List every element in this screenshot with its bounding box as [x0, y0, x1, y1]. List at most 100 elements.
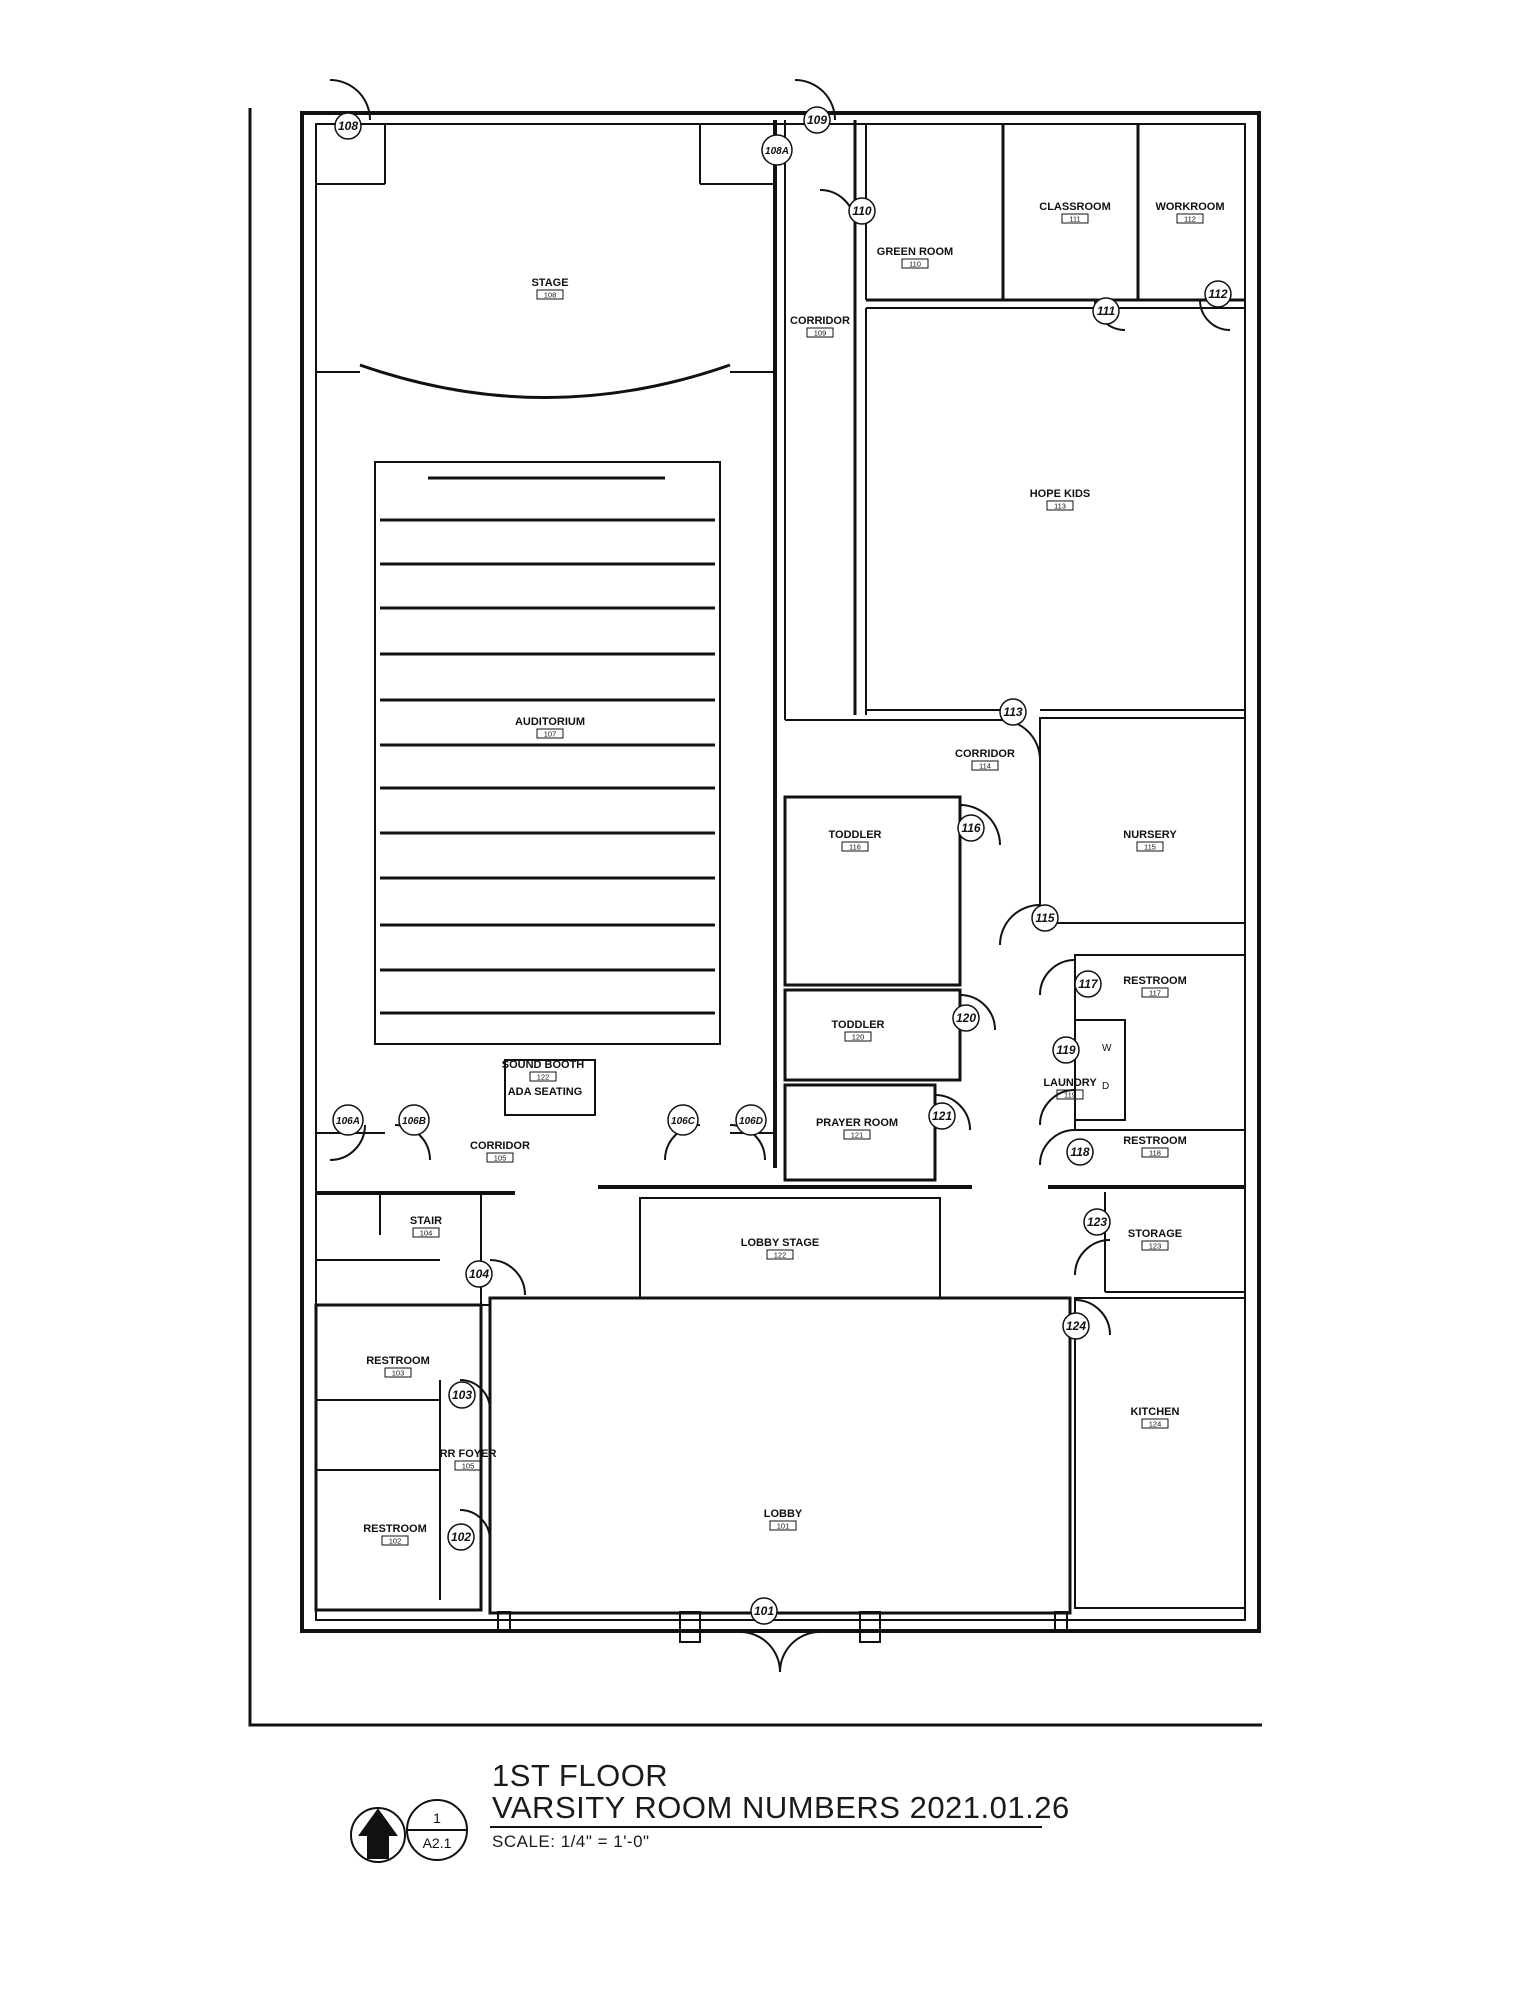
room-number: 105	[462, 1462, 475, 1471]
room-stage: STAGE 108	[531, 277, 569, 300]
door-number: 102	[451, 1530, 471, 1544]
door-tag-115: 115	[1031, 904, 1059, 932]
room-number-box	[971, 760, 999, 771]
room-number-box	[1056, 1089, 1084, 1100]
door-tag-circle	[957, 814, 985, 842]
room-name: HOPE KIDS	[1030, 488, 1091, 500]
door-tag-108a: 108A	[761, 134, 793, 166]
room-name: CORRIDOR	[470, 1140, 530, 1152]
door-number: 115	[1035, 911, 1054, 925]
room-name: LOBBY STAGE	[741, 1237, 819, 1249]
room-number: 119	[1064, 1091, 1076, 1100]
door-number: 106C	[671, 1116, 696, 1127]
door-number: 117	[1078, 977, 1098, 991]
room-number: 118	[1149, 1149, 1161, 1158]
door-tag-116: 116	[957, 814, 985, 842]
room-name: WORKROOM	[1155, 201, 1224, 213]
door-number: 124	[1066, 1319, 1086, 1333]
room-number: 112	[1184, 215, 1196, 224]
room-number-box	[1141, 1418, 1169, 1429]
room-name: GREEN ROOM	[877, 246, 953, 258]
door-tag-circle	[750, 1597, 778, 1625]
door-tag-circle	[761, 134, 793, 166]
door-tag-circle	[952, 1004, 980, 1032]
room-number: 122	[537, 1073, 550, 1082]
door-number: 106A	[336, 1116, 360, 1127]
room-number-box	[1141, 1240, 1169, 1251]
door-tag-circle	[332, 1104, 364, 1136]
room-number-box	[841, 841, 869, 852]
room-name: ADA SEATING	[508, 1086, 583, 1098]
door-tag-123: 123	[1083, 1208, 1111, 1236]
door-number: 111	[1097, 304, 1116, 318]
room-number-box	[529, 1071, 557, 1082]
room-laundry: LAUNDRY 119	[1043, 1077, 1097, 1100]
title-line-1: 1ST FLOOR	[492, 1758, 669, 1793]
door-number: 110	[852, 204, 871, 218]
door-number: 103	[452, 1388, 472, 1402]
door-tag-circle	[1074, 970, 1102, 998]
door-tag-circle	[1052, 1036, 1080, 1064]
door-number: 109	[807, 113, 827, 127]
room-number: 117	[1149, 989, 1161, 998]
sheet-number: A2.1	[423, 1835, 452, 1851]
room-number-box	[1176, 213, 1204, 224]
plan-lines	[248, 79, 1262, 1863]
room-number-box	[412, 1227, 440, 1238]
room-name: CLASSROOM	[1039, 201, 1111, 213]
room-number: 104	[420, 1229, 433, 1238]
door-number: 106D	[739, 1116, 763, 1127]
door-tag-103: 103	[448, 1381, 476, 1409]
room-number-box	[486, 1152, 514, 1163]
room-name: LAUNDRY	[1043, 1077, 1097, 1089]
room-number-box	[806, 327, 834, 338]
room-number-box	[1136, 841, 1164, 852]
room-number: 101	[777, 1522, 790, 1531]
room-workroom: WORKROOM 112	[1155, 201, 1225, 224]
door-tag-circle	[735, 1104, 767, 1136]
room-number: 108	[544, 291, 557, 300]
room-name: RR FOYER	[440, 1448, 497, 1460]
door-tag-118: 118	[1066, 1138, 1094, 1166]
room-name: RESTROOM	[366, 1355, 430, 1367]
room-number-box	[1141, 1147, 1169, 1158]
room-name: STAGE	[531, 277, 568, 289]
door-tag-121: 121	[928, 1102, 956, 1130]
room-number-box	[536, 728, 564, 739]
door-tag-106a: 106A	[332, 1104, 364, 1136]
door-tag-111: 111	[1092, 297, 1120, 325]
door-number: 118	[1070, 1145, 1089, 1159]
room-prayer-room: PRAYER ROOM 121	[816, 1117, 898, 1140]
room-number: 120	[852, 1033, 865, 1042]
door-tag-circle	[848, 197, 876, 225]
room-number: 121	[851, 1131, 864, 1140]
door-number: 121	[932, 1109, 952, 1123]
room-rr-foyer: RR FOYER 105	[440, 1448, 497, 1471]
door-tag-124: 124	[1062, 1312, 1090, 1340]
door-tag-circle	[1062, 1312, 1090, 1340]
room-number-box	[901, 258, 929, 269]
door-number: 108	[338, 119, 358, 133]
room-number-box	[381, 1535, 409, 1546]
door-number: 113	[1003, 705, 1022, 719]
door-tag-circle	[1204, 280, 1232, 308]
title-line-2: VARSITY ROOM NUMBERS 2021.01.26	[492, 1790, 1070, 1825]
room-name: PRAYER ROOM	[816, 1117, 898, 1129]
room-name: RESTROOM	[363, 1523, 427, 1535]
room-number: 124	[1149, 1420, 1162, 1429]
door-tag-109: 109	[803, 106, 831, 134]
door-tag-101: 101	[750, 1597, 778, 1625]
room-number: 114	[979, 762, 991, 771]
